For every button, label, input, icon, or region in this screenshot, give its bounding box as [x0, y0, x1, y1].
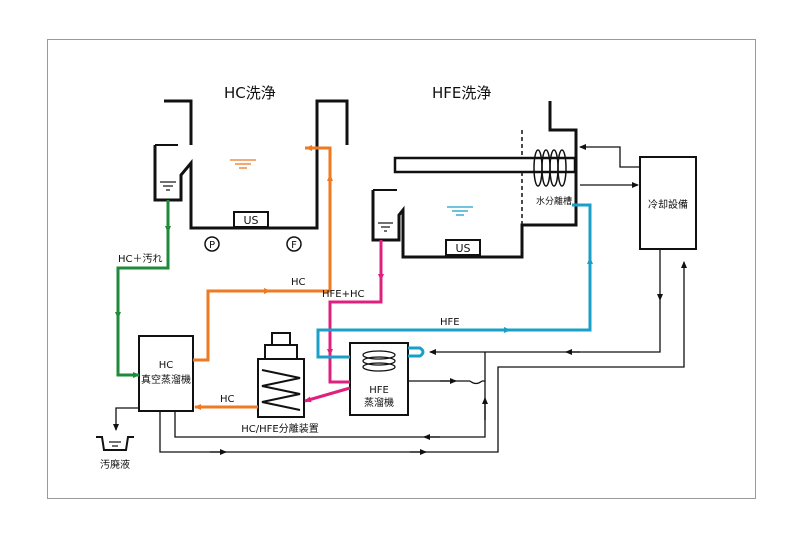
hc-still-label-1: HC: [159, 360, 174, 371]
overflow-weir-icon-hc: [160, 181, 176, 191]
hfe-wash-title: HFE洗浄: [432, 84, 491, 102]
liquid-level-hfe: [447, 206, 473, 216]
svg-text:P: P: [209, 240, 215, 251]
svg-text:F: F: [291, 240, 297, 251]
filter-icon: F: [286, 236, 302, 252]
cooling-label: 冷却設備: [648, 198, 688, 211]
us-label-right: US: [455, 242, 470, 255]
flow-label-hc-bottom: HC: [220, 394, 235, 405]
flow-cyan: [316, 203, 593, 359]
waste-tray: [96, 436, 134, 451]
hfe-wash-tank: [371, 101, 578, 259]
hfe-still-label-1: HFE: [369, 385, 389, 396]
hc-wash-title: HC洗浄: [224, 84, 276, 102]
us-box-left: [233, 211, 269, 228]
overflow-weir-icon-hfe: [378, 222, 393, 232]
condenser-pipe: [393, 156, 577, 174]
flow-label-hc-dirty: HC＋汚れ: [118, 252, 163, 265]
cooling-coil-icon: [533, 149, 567, 187]
flow-label-hfe-hc: HFE+HC: [322, 289, 364, 300]
waste-label: 汚廃液: [100, 458, 130, 471]
us-label-left: US: [243, 214, 258, 227]
water-separator-label: 水分離槽: [536, 195, 572, 207]
flow-label-hc-top: HC: [291, 277, 306, 288]
us-box-right: [445, 239, 481, 256]
liquid-level-hc: [230, 159, 256, 169]
flow-label-hfe: HFE: [440, 317, 460, 328]
hfe-still-label-2: 蒸溜機: [364, 396, 394, 409]
pump-icon: P: [204, 236, 220, 252]
flow-green: [115, 200, 171, 378]
flow-black: [113, 144, 687, 455]
cooling-equipment: [639, 156, 697, 250]
hc-still-label-2: 真空蒸溜機: [141, 373, 191, 386]
hfe-still: [349, 342, 409, 416]
hc-vacuum-still: [138, 335, 194, 412]
separator-label: HC/HFE分離装置: [241, 422, 318, 435]
flow-magenta: [304, 240, 384, 403]
flow-orange: [193, 145, 333, 410]
separator-device: [257, 332, 305, 418]
hfe-still-coil-icon: [362, 350, 396, 372]
